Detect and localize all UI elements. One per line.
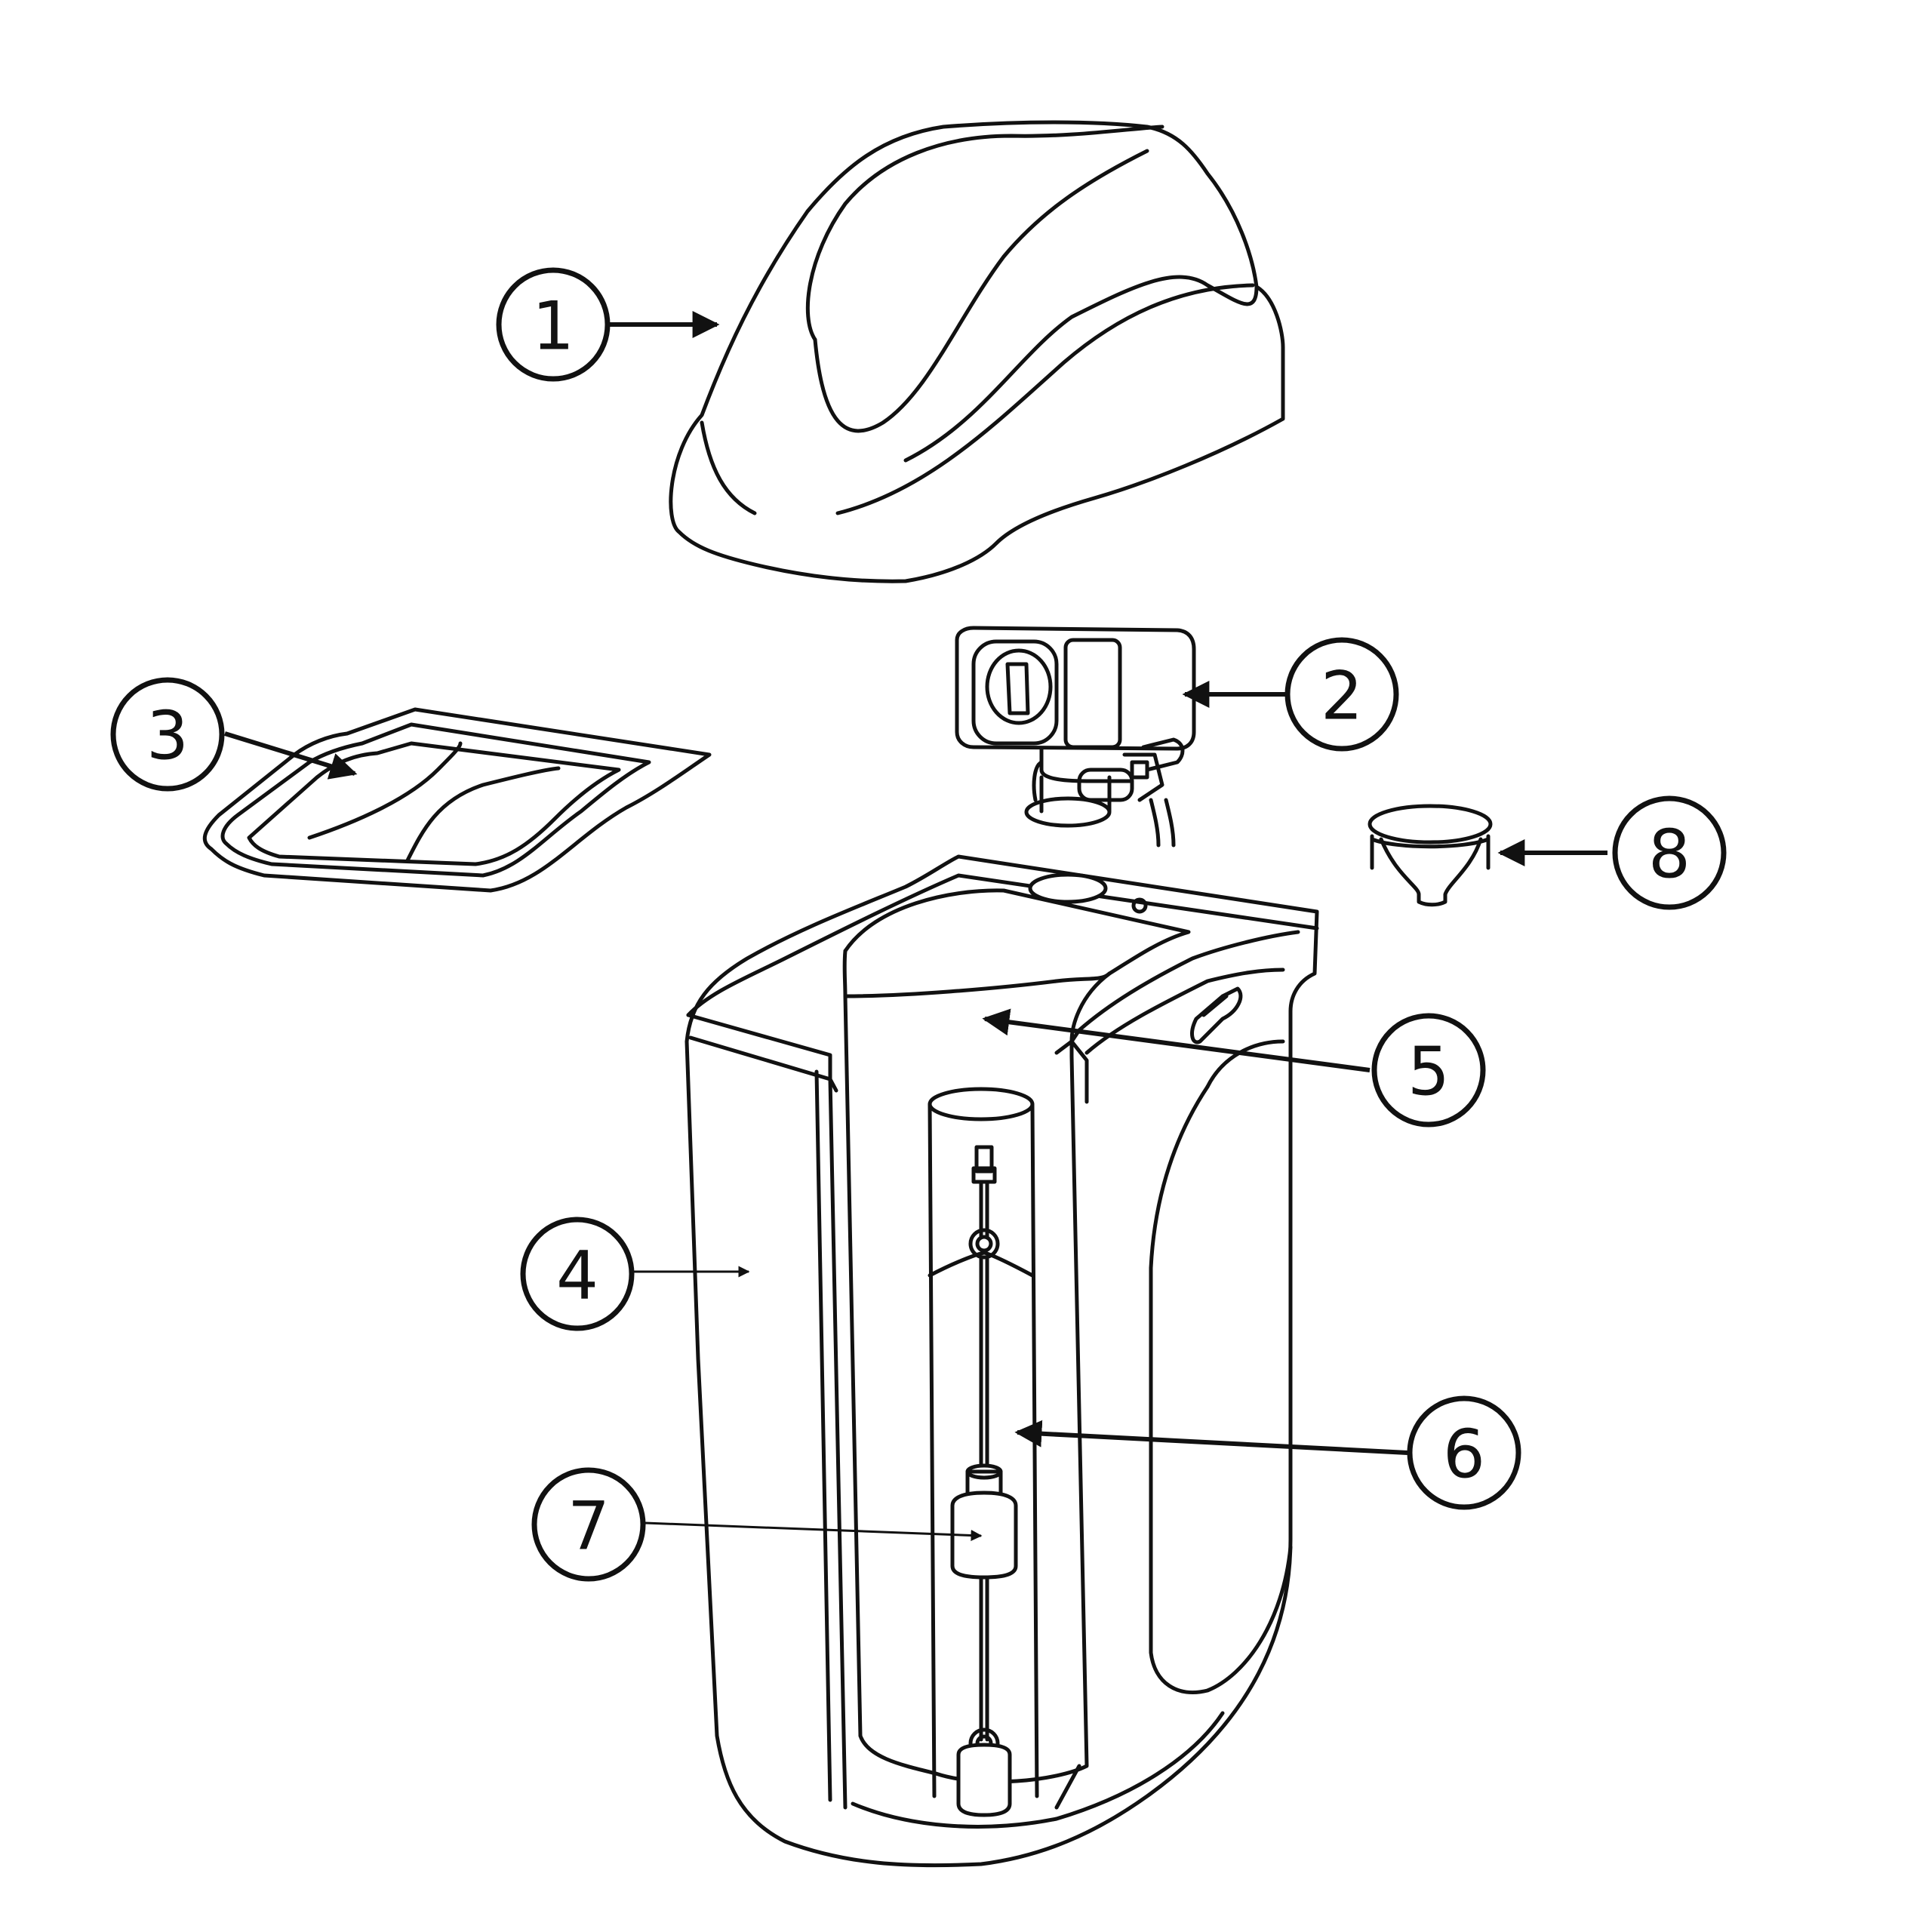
cabinet xyxy=(685,854,1319,1868)
salt-pad xyxy=(202,707,712,893)
arrow-6 xyxy=(1014,1420,1408,1455)
callout-7: 7 xyxy=(531,1467,646,1582)
brine-well xyxy=(928,1087,1039,1798)
callout-2: 2 xyxy=(1284,637,1399,752)
callout-6: 6 xyxy=(1407,1395,1521,1510)
float-assembly xyxy=(950,1145,1018,1817)
callout-4-label: 4 xyxy=(556,1237,598,1315)
callout-2-label: 2 xyxy=(1321,657,1363,735)
callout-8-label: 8 xyxy=(1648,816,1690,894)
callout-1-label: 1 xyxy=(532,288,574,365)
arrow-3 xyxy=(224,731,358,780)
callout-7-label: 7 xyxy=(568,1487,610,1565)
callout-3-label: 3 xyxy=(146,697,189,775)
callout-4: 4 xyxy=(520,1217,635,1331)
callout-6-label: 6 xyxy=(1443,1416,1485,1494)
control-valve xyxy=(955,626,1196,848)
callout-1: 1 xyxy=(496,267,611,382)
callout-8: 8 xyxy=(1612,795,1727,910)
cover-lid xyxy=(669,120,1285,583)
arrow-5 xyxy=(982,1008,1371,1072)
callout-3: 3 xyxy=(110,677,225,792)
callout-5: 5 xyxy=(1371,1013,1486,1128)
arrow-7 xyxy=(645,1521,983,1541)
leader-arrows xyxy=(224,311,1607,1541)
callout-5-label: 5 xyxy=(1407,1033,1450,1111)
brine-cap xyxy=(1367,804,1493,907)
